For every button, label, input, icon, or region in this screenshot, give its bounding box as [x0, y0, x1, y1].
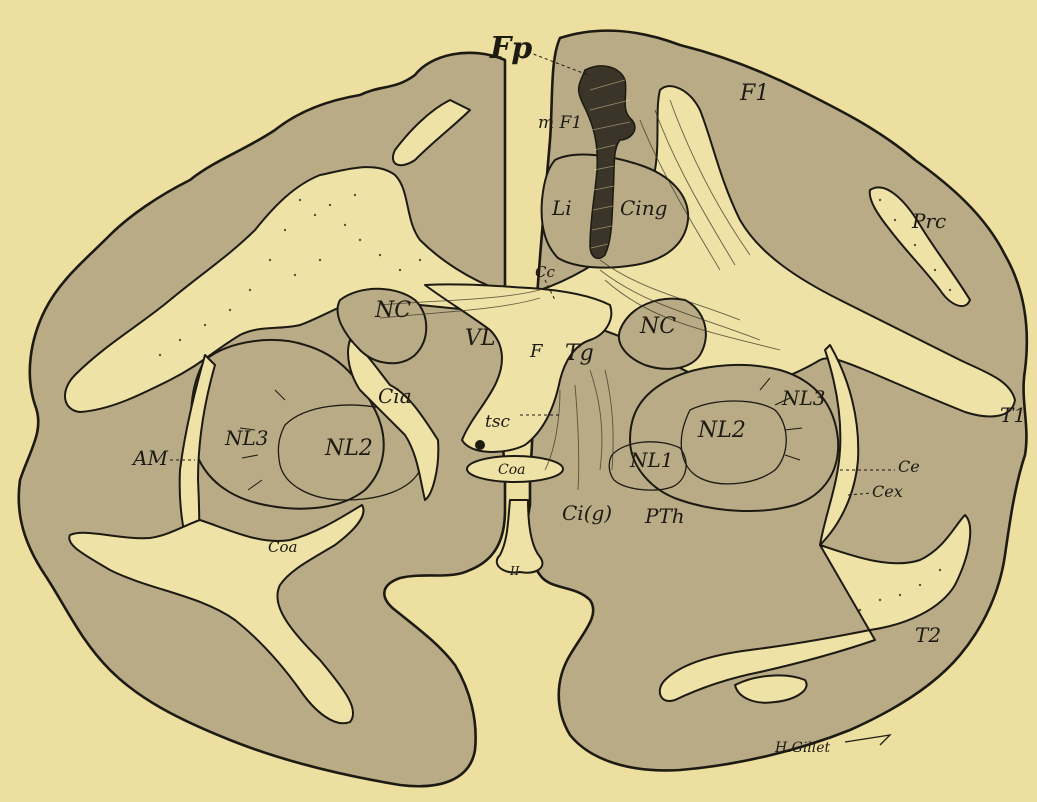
- signature-flourish: [845, 735, 890, 745]
- label-nl1: NL1: [629, 448, 674, 472]
- label-nl2-left: NL2: [324, 436, 373, 461]
- label-nl2-right: NL2: [697, 418, 746, 443]
- label-vl: VL: [465, 326, 496, 351]
- label-cex: Cex: [872, 482, 903, 501]
- label-t1: T1: [1000, 403, 1026, 427]
- label-f: F: [529, 341, 544, 362]
- label-tg: Tg: [565, 341, 594, 366]
- label-tsc: tsc: [485, 412, 511, 432]
- artist-signature: H.Gillet: [774, 740, 831, 756]
- label-nc-right: NC: [639, 314, 676, 339]
- label-f1: F1: [739, 81, 769, 106]
- label-cing: Cing: [620, 196, 667, 220]
- label-cc: Cc: [535, 263, 555, 281]
- label-coa-left: Coa: [268, 538, 297, 556]
- label-ce: Ce: [898, 457, 920, 476]
- label-coa-center: Coa: [498, 462, 526, 478]
- label-mf1: m F1: [538, 113, 582, 133]
- label-nl3-right: NL3: [781, 386, 826, 410]
- label-am: AM: [131, 446, 168, 470]
- label-cia: Cia: [378, 384, 412, 408]
- label-fp: Fp: [489, 31, 532, 66]
- label-pth: PTh: [644, 504, 685, 528]
- tsc-marker: [475, 440, 485, 450]
- label-nc-left: NC: [374, 298, 411, 323]
- label-nl3-left: NL3: [224, 426, 269, 450]
- label-li: Li: [551, 196, 572, 220]
- label-ii: II: [509, 564, 520, 578]
- label-prc: Prc: [911, 209, 946, 233]
- label-t2: T2: [915, 623, 941, 647]
- label-ci-g: Ci(g): [562, 501, 612, 525]
